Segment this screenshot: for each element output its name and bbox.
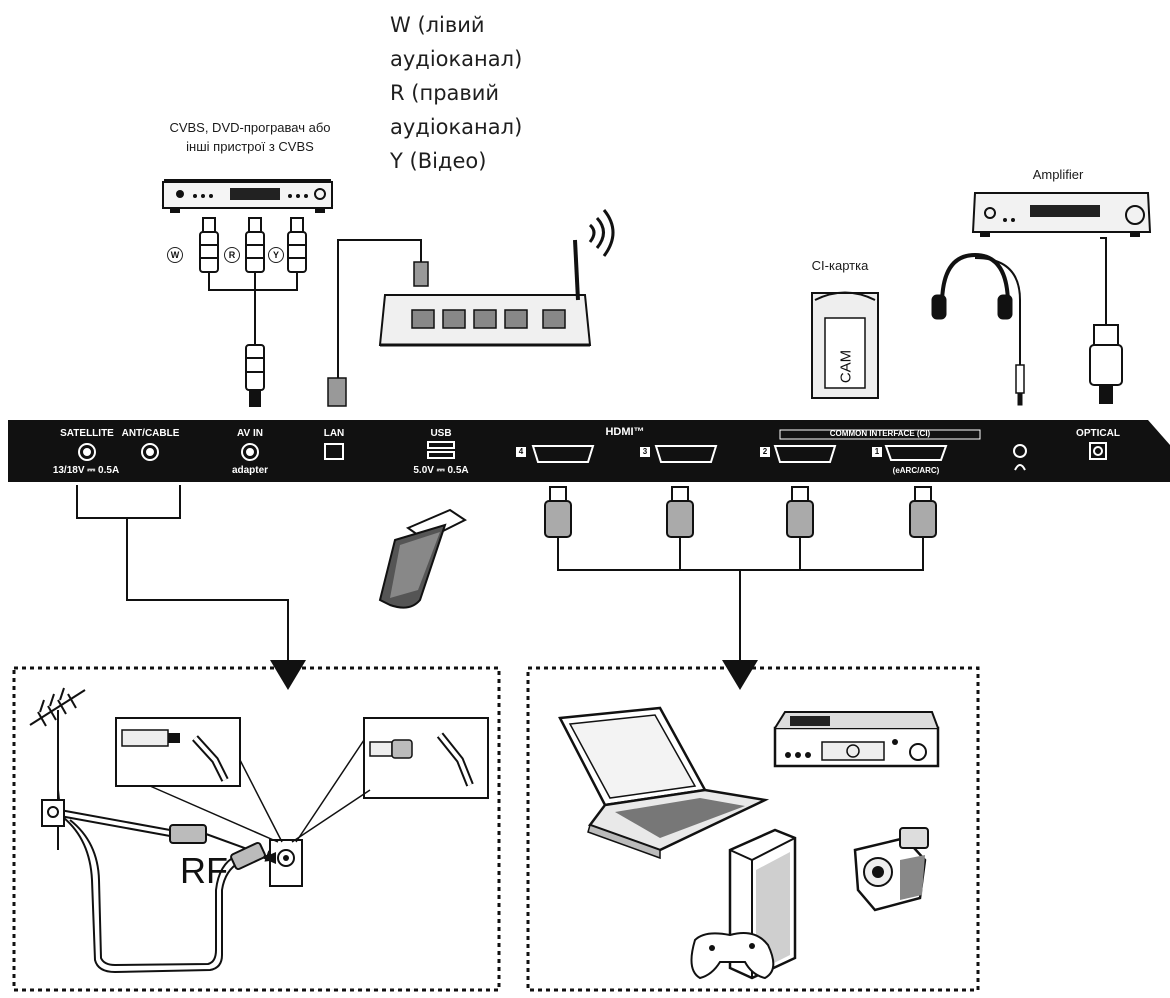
panel-usb-label: USB xyxy=(430,428,452,439)
rf-pointer-icon xyxy=(262,852,276,864)
gamepad-icon xyxy=(690,932,775,980)
panel-av-in-label: AV IN xyxy=(237,428,263,439)
rca-letter-w: W xyxy=(167,247,183,263)
cvbs-label-line2: інші пристрої з CVBS xyxy=(186,139,314,154)
optical-cable xyxy=(1089,237,1123,404)
hdmi-arrow-icon xyxy=(722,660,758,690)
lan-cable xyxy=(327,239,429,407)
coax-plug-bottom xyxy=(230,841,266,871)
legend-w-line1: W (лівий xyxy=(390,13,485,37)
rf-label: RF xyxy=(180,850,228,891)
panel-earc-label: (eARC/ARC) xyxy=(892,466,940,475)
dvd-player-icon xyxy=(161,179,334,213)
panel-av-in-sub: adapter xyxy=(231,465,269,476)
hdmi-plugs xyxy=(544,486,937,538)
coax-plug-top xyxy=(169,824,207,844)
panel-optical-label: OPTICAL xyxy=(1076,428,1120,439)
legend-r-line1: R (правий xyxy=(390,81,500,105)
router-icon xyxy=(378,239,592,347)
wall-socket-bottom-icon xyxy=(41,799,65,827)
panel-hdmi-logo: HDMI™ xyxy=(605,426,645,438)
detail-callout-left xyxy=(115,717,283,843)
headphones-icon xyxy=(931,252,1025,406)
hdmi-bus xyxy=(557,537,924,662)
rca-letter-r: R xyxy=(224,247,240,263)
panel-usb-rating: 5.0V ⎓ 0.5A xyxy=(413,465,469,476)
audio-legend: W (лівий аудіоканал) R (правий аудіокана… xyxy=(390,8,522,178)
panel-common-interface-label: COMMON INTERFACE (CI) xyxy=(829,429,931,438)
ci-card-icon xyxy=(811,291,879,399)
laptop-icon xyxy=(558,706,770,860)
rca-wires xyxy=(208,272,298,345)
usb-drive-icon xyxy=(378,508,467,609)
antenna-box xyxy=(12,666,501,992)
cvbs-device-label: CVBS, DVD-програвач або інші пристрої з … xyxy=(135,118,365,156)
panel-hdmi-3: 3 xyxy=(642,447,648,456)
panel-hdmi-2: 2 xyxy=(762,447,768,456)
camcorder-icon xyxy=(853,827,929,912)
amplifier-icon xyxy=(971,192,1152,237)
hdmi-devices-box xyxy=(526,666,980,992)
amplifier-label: Amplifier xyxy=(1032,167,1084,182)
panel-satellite-rating: 13/18V ⎓ 0.5A xyxy=(52,465,120,476)
tv-panel xyxy=(8,420,1170,482)
wifi-signal-icon xyxy=(588,209,615,257)
hdmi-number-badges xyxy=(516,447,882,457)
coax-cable-bottom xyxy=(63,817,241,974)
legend-y-line: Y (Відео) xyxy=(390,149,487,173)
dvd-player-device-icon xyxy=(773,711,940,768)
rca-letter-y: Y xyxy=(268,247,284,263)
panel-satellite-label: SATELLITE xyxy=(60,428,114,439)
rca-cables xyxy=(199,217,307,273)
cvbs-label-line1: CVBS, DVD-програвач або xyxy=(169,120,331,135)
legend-r-line2: аудіоканал) xyxy=(390,115,523,139)
panel-hdmi-1: 1 xyxy=(874,447,880,456)
panel-hdmi-4: 4 xyxy=(518,447,524,456)
detail-callout-right xyxy=(291,717,489,843)
antenna-bracket xyxy=(76,485,289,662)
panel-ant-cable-label: ANT/CABLE xyxy=(121,428,180,439)
legend-w-line2: аудіоканал) xyxy=(390,47,523,71)
cam-label: CAM xyxy=(837,349,855,384)
tv-aerial-icon xyxy=(29,687,86,850)
panel-ports xyxy=(78,441,1107,471)
av-in-plug-icon xyxy=(245,344,265,407)
antenna-arrow-icon xyxy=(270,660,306,690)
ci-card-label: CI-картка xyxy=(811,258,869,273)
panel-lan-label: LAN xyxy=(323,428,345,439)
